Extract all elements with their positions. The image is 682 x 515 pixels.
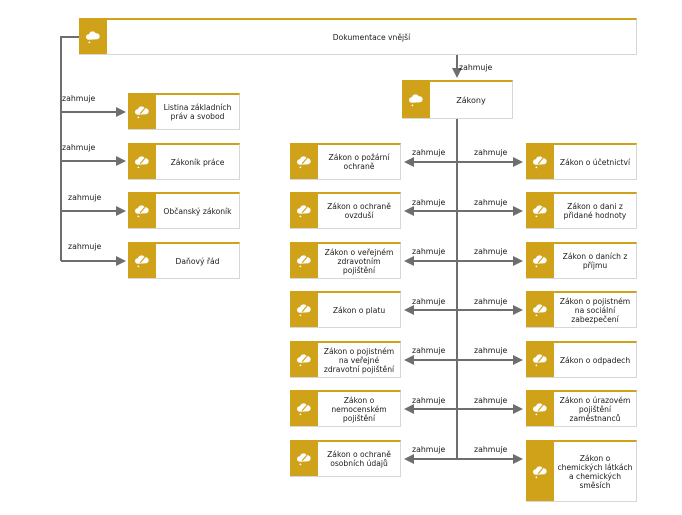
node-obcansky-zakonik[interactable]: Občanský zákoník: [128, 192, 240, 229]
pen-document-icon: [290, 392, 318, 426]
node-label: Zákon o pojistném na sociální zabezpečen…: [559, 296, 631, 324]
node-label: Zákon o nemocenském pojištění: [331, 395, 387, 423]
node-label: Zákon o platu: [332, 305, 386, 315]
node-zakon-pozarni-ochrana[interactable]: Zákon o požární ochraně: [290, 143, 401, 180]
pen-document-icon: [128, 194, 156, 228]
pen-document-icon: [128, 145, 156, 179]
node-danovy-rad[interactable]: Daňový řád: [128, 242, 240, 279]
node-zakon-ucetnictvi[interactable]: Zákon o účetnictví: [526, 143, 637, 180]
edge-label: zahmuje: [474, 396, 508, 405]
edge-label: zahmuje: [412, 396, 446, 405]
node-label: Zákon o odpadech: [559, 355, 631, 365]
node-zakon-verejne-zdravotni-pojisteni[interactable]: Zákon o veřejném zdravotním pojištění: [290, 242, 401, 279]
node-label: Zákon o pojistném na veřejné zdravotní p…: [323, 346, 395, 374]
cloud-document-icon: [402, 82, 430, 118]
node-label: Zákon o ochraně osobních údajů: [327, 450, 391, 468]
edge-label: zahmuje: [474, 148, 508, 157]
node-zakon-ochrana-osobnich-udaju[interactable]: Zákon o ochraně osobních údajů: [290, 440, 401, 477]
edge-label: zahmuje: [412, 198, 446, 207]
edge-label: zahmuje: [412, 346, 446, 355]
node-zakon-dan-pridana-hodnota[interactable]: Zákon o dani z přidané hodnoty: [526, 192, 637, 229]
node-zakon-chemicke-latky[interactable]: Zákon o chemických látkách a chemických …: [526, 440, 637, 502]
edge-label: zahmuje: [62, 143, 96, 152]
node-label: Zákon o chemických látkách a chemických …: [557, 453, 633, 490]
node-label: Listina základních práv a svobod: [163, 103, 232, 121]
node-label: Zákon o daních z příjmu: [562, 252, 628, 270]
edge-label: zahmuje: [412, 247, 446, 256]
pen-document-icon: [290, 442, 318, 476]
node-label: Zákoník práce: [170, 157, 225, 167]
edge-label: zahmuje: [68, 242, 102, 251]
edge-label: zahmuje: [474, 297, 508, 306]
pen-document-icon: [526, 145, 554, 179]
node-label: Zákon o ochraně ovzduší: [327, 202, 391, 220]
edge-label: zahmuje: [62, 94, 96, 103]
edge-label: zahmuje: [412, 297, 446, 306]
node-label: Dokumentace vnější: [332, 32, 411, 42]
node-zakony[interactable]: Zákony: [402, 80, 513, 119]
node-zakon-pojistne-socialni[interactable]: Zákon o pojistném na sociální zabezpečen…: [526, 291, 637, 328]
pen-document-icon: [526, 293, 554, 327]
node-label: Občanský zákoník: [163, 206, 232, 216]
edge-root-left-trunk: [60, 36, 79, 261]
node-label: Zákon o požární ochraně: [328, 153, 390, 171]
node-label: Zákony: [456, 95, 486, 105]
node-zakon-odpady[interactable]: Zákon o odpadech: [526, 341, 637, 378]
edge-label: zahmuje: [474, 198, 508, 207]
node-label: Daňový řád: [175, 256, 220, 266]
edge-label: zahmuje: [412, 148, 446, 157]
node-zakon-urazove-pojisteni[interactable]: Zákon o úrazovém pojištění zaměstnanců: [526, 390, 637, 427]
node-label: Zákon o veřejném zdravotním pojištění: [324, 247, 394, 275]
node-zakon-o-platu[interactable]: Zákon o platu: [290, 291, 401, 328]
node-zakon-pojistne-zdravotni[interactable]: Zákon o pojistném na veřejné zdravotní p…: [290, 341, 401, 378]
edge-label: zahmuje: [459, 63, 493, 72]
pen-document-icon: [526, 343, 554, 377]
pen-document-icon: [290, 293, 318, 327]
edge-label: zahmuje: [412, 445, 446, 454]
node-label: Zákon o účetnictví: [559, 157, 631, 167]
node-label: Zákon o dani z přidané hodnoty: [563, 202, 627, 220]
pen-document-icon: [290, 244, 318, 278]
edge-label: zahmuje: [474, 445, 508, 454]
pen-document-icon: [526, 442, 554, 501]
pen-document-icon: [290, 145, 318, 179]
pen-document-icon: [128, 244, 156, 278]
edge-label: zahmuje: [68, 193, 102, 202]
node-label: Zákon o úrazovém pojištění zaměstnanců: [559, 395, 631, 423]
node-dokumentace-vnejsi[interactable]: Dokumentace vnější: [79, 18, 637, 55]
node-zakon-dane-z-prijmu[interactable]: Zákon o daních z příjmu: [526, 242, 637, 279]
pen-document-icon: [526, 194, 554, 228]
edge-label: zahmuje: [474, 247, 508, 256]
pen-document-icon: [526, 244, 554, 278]
node-zakonik-prace[interactable]: Zákoník práce: [128, 143, 240, 180]
pen-document-icon: [290, 343, 318, 377]
pen-document-icon: [290, 194, 318, 228]
node-zakon-nemocenske-pojisteni[interactable]: Zákon o nemocenském pojištění: [290, 390, 401, 427]
node-zakon-ochrana-ovzdusi[interactable]: Zákon o ochraně ovzduší: [290, 192, 401, 229]
edge-label: zahmuje: [474, 346, 508, 355]
node-listina-zakladnich-prav[interactable]: Listina základních práv a svobod: [128, 93, 240, 130]
pen-document-icon: [526, 392, 554, 426]
cloud-document-icon: [79, 20, 107, 54]
pen-document-icon: [128, 95, 156, 129]
